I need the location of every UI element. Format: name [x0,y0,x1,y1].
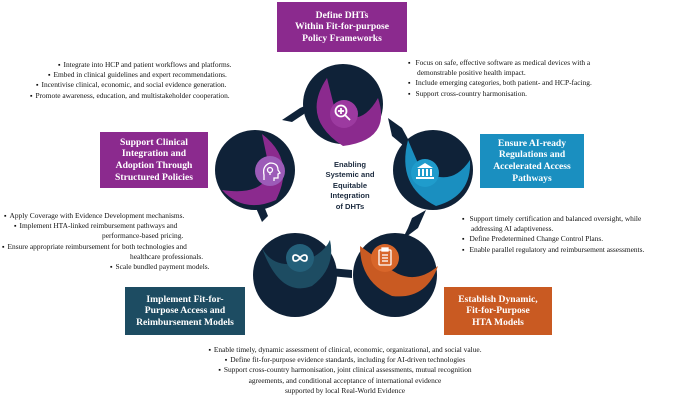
bullet-continuation-text: healthcare professionals. [130,251,204,261]
header-left-line-1: Support Clinical [120,136,188,148]
header-left-line-3: Adoption Through [115,160,193,171]
center-label-line-4: Integration [330,191,370,201]
node-bottom-left [253,233,337,317]
clipboard-checklist-icon [378,247,392,266]
header-right-line-4: Pathways [512,172,552,184]
header-bottom-left-line-3: Reimbursement Models [136,316,234,328]
bullet-continuation: demonstrable positive health impact. [408,68,678,78]
header-left: Support Clinical Integration and Adoptio… [100,132,208,188]
bullet-continuation: agreements, and conditional acceptance o… [170,376,520,386]
bullet-item: Define fit-for-purpose evidence standard… [170,355,520,365]
header-top-line-1: Define DHTs [315,9,369,21]
bullet-continuation: healthcare professionals. [2,252,242,262]
arrow-right-to-bottom-right [402,210,426,240]
bullet-item: Focus on safe, effective software as med… [408,58,678,68]
center-label-line-1: Enabling [333,160,367,169]
header-bottom-left: Implement Fit-for- Purpose Access and Re… [125,287,245,335]
bank-building-icon [416,163,434,179]
bullet-continuation: addressing AI adaptiveness. [462,224,682,234]
bullet-continuation-text: demonstrable positive health impact. [417,68,526,78]
head-lightbulb-icon [262,162,281,181]
header-bottom-right-line-1: Establish Dynamic, [458,293,538,305]
bullet-continuation-text: supported by local Real-World Evidence [284,385,406,395]
header-bottom-left-line-2: Purpose Access and [144,305,226,317]
header-bottom-right-line-2: Fit-for-Purpose [466,305,530,317]
bullet-item: Enable parallel regulatory and reimburse… [462,245,682,255]
bullets-right: Support timely certification and balance… [462,214,682,255]
center-label-line-5: of DHTs [335,201,365,211]
bullet-continuation-text: performance-based pricing. [102,231,184,241]
bullets-top: Focus on safe, effective software as med… [408,58,678,99]
header-right: Ensure AI-ready Regulations and Accelera… [480,134,584,188]
node-bottom-right [353,233,438,317]
infinity-icon [292,254,308,262]
bullet-item: Apply Coverage with Evidence Development… [2,211,242,221]
bullet-item: Enable timely, dynamic assessment of cli… [170,345,520,355]
header-right-line-3: Accelerated Access [493,161,571,172]
bullets-left: Integrate into HCP and patient workflows… [30,60,285,101]
node-top [303,64,383,146]
bullet-continuation: supported by local Real-World Evidence [170,386,520,396]
header-top-line-2: Within Fit-for-purpose [294,21,390,33]
bullet-item: Integrate into HCP and patient workflows… [30,60,285,70]
header-bottom-right-line-3: HTA Models [472,316,524,328]
header-right-line-1: Ensure AI-ready [497,137,567,149]
header-bottom-left-line-1: Implement Fit-for- [146,293,224,305]
center-label: Enabling Systemic and Equitable Integrat… [312,160,388,212]
header-top-line-3: Policy Frameworks [302,32,382,44]
bullet-item: Implement HTA-linked reimbursement pathw… [2,221,242,231]
bullet-continuation-text: agreements, and conditional acceptance o… [248,375,442,385]
header-right-line-2: Regulations and [498,149,566,161]
header-top: Define DHTs Within Fit-for-purpose Polic… [277,2,407,52]
bullet-item: Ensure appropriate reimbursement for bot… [2,242,242,252]
bullet-item: Define Predetermined Change Control Plan… [462,234,682,244]
header-left-line-4: Structured Policies [115,171,193,183]
bullet-item: Support cross-country harmonisation, joi… [170,365,520,375]
header-bottom-right: Establish Dynamic, Fit-for-Purpose HTA M… [444,287,552,335]
bullet-continuation: performance-based pricing. [2,231,242,241]
header-left-line-2: Integration and [121,148,187,160]
bullet-item: Incentivise clinical, economic, and soci… [30,80,285,90]
center-label-line-3: Equitable [332,180,368,190]
bullet-item: Promote awareness, education, and multis… [30,91,285,101]
center-label-line-2: Systemic and [325,170,375,180]
magnifier-plus-icon [334,104,351,121]
bullets-bottom-left: Apply Coverage with Evidence Development… [2,211,242,272]
node-right [393,130,473,210]
bullet-continuation-text: addressing AI adaptiveness. [471,224,554,234]
bullet-item: Support cross-country harmonisation. [408,89,678,99]
node-left [215,130,295,210]
bullet-item: Embed in clinical guidelines and expert … [30,70,285,80]
bullets-bottom-right: Enable timely, dynamic assessment of cli… [170,345,520,396]
bullet-item: Support timely certification and balance… [462,214,682,224]
bullet-item: Scale bundled payment models. [2,262,242,272]
bullet-item: Include emerging categories, both patien… [408,78,678,88]
